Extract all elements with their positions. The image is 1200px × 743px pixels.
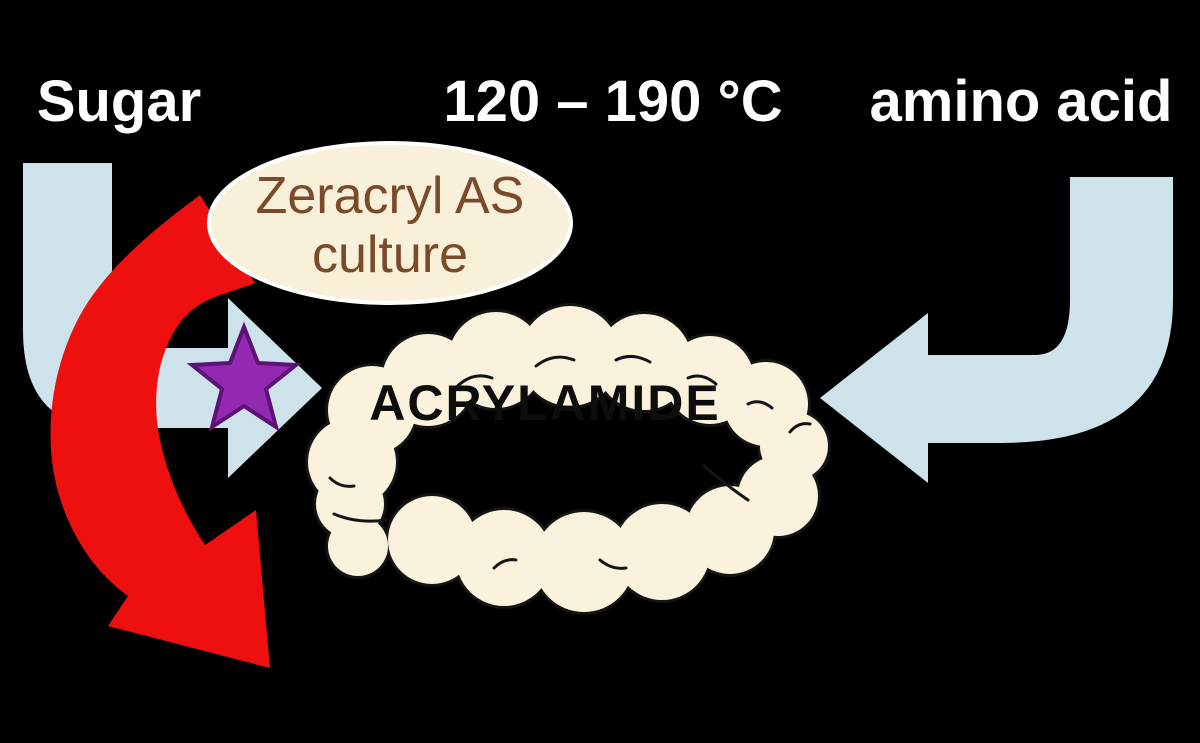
acrylamide-cloud: ACRYLAMIDE <box>308 306 828 612</box>
temperature-label: 120 – 190 °C <box>443 69 782 134</box>
culture-label-line2: culture <box>312 226 468 284</box>
cloud-curl-details <box>328 355 812 570</box>
amino-acid-label: amino acid <box>870 69 1173 134</box>
amino-acid-arrow <box>820 177 1173 483</box>
acrylamide-label: ACRYLAMIDE <box>369 375 720 431</box>
culture-ellipse <box>207 141 573 305</box>
star-icon <box>186 321 302 432</box>
culture-bubble: Zeracryl AS culture <box>207 141 573 305</box>
sugar-label: Sugar <box>37 69 201 134</box>
culture-label-line1: Zeracryl AS <box>256 167 525 225</box>
diversion-arrow <box>50 195 270 668</box>
